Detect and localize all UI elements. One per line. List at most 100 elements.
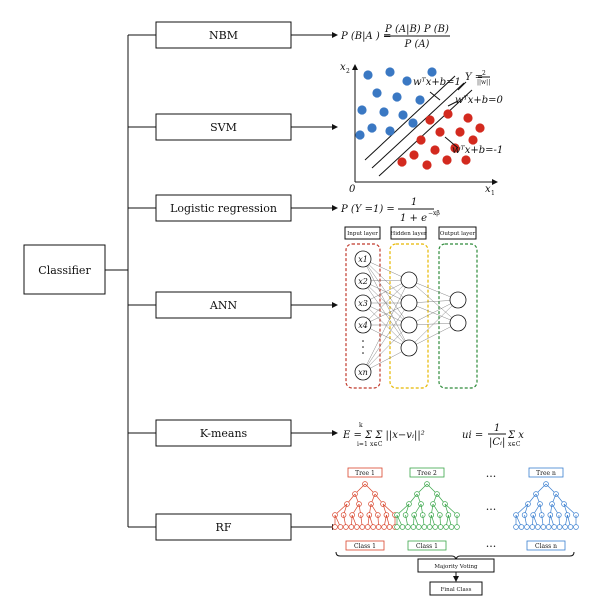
svm-point-class-a — [415, 95, 425, 105]
rf-tree-node — [426, 524, 433, 530]
classifier-node-kmeans: K-means — [155, 419, 292, 447]
svm-margin-symbol: Υ = — [465, 72, 483, 83]
rf-tree-class-box — [407, 540, 447, 551]
ann-hidden-neuron — [400, 294, 418, 312]
rf-tree-node — [524, 524, 530, 530]
svg-text:x∈C: x∈C — [508, 441, 521, 448]
ann-input-ellipsis-dot — [362, 346, 364, 348]
svm-point-class-b — [397, 157, 407, 167]
kmeans-eq-objective: E = Σ Σ ||x−vᵢ||² — [342, 430, 425, 441]
classifier-node-nbm: NBM — [155, 21, 292, 49]
rf-tree-node — [343, 524, 349, 530]
rf-voting-label: Majority Voting — [434, 564, 478, 570]
nbm-label: NBM — [209, 29, 238, 42]
svm-line-mid-label: wᵀx+b=0 — [455, 95, 504, 106]
svm-point-class-b — [442, 155, 452, 165]
svg-text:i=1: i=1 — [357, 441, 368, 448]
ann-edge — [362, 302, 410, 349]
ann-output-neuron — [449, 314, 467, 332]
svm-point-class-a — [402, 76, 412, 86]
ann-output-title: Output layer — [440, 231, 476, 237]
svm-origin-label: 0 — [349, 184, 356, 195]
svg-text:k: k — [359, 422, 363, 429]
rf-tree-node — [375, 524, 382, 530]
svm-line-top-label: wᵀx+b=1 — [413, 77, 461, 88]
rf-ellipsis-mid: ... — [486, 500, 497, 513]
svm-margin-den: ||w|| — [477, 79, 490, 86]
kmeans-eq-centroid-den: |Cᵢ| — [489, 437, 505, 448]
ann-hidden-layer-frame — [389, 243, 429, 389]
svm-point-class-a — [408, 118, 418, 128]
svm-margin-num: 2 — [482, 70, 486, 77]
svm-point-class-a — [355, 130, 365, 140]
classifier-node-rf: RF — [155, 513, 292, 541]
rf-tree-node — [410, 524, 417, 530]
nbm-eq-numerator: P (A|B) P (B) — [384, 24, 449, 35]
nbm-eq-denominator: P (A) — [404, 39, 430, 50]
logistic-eq-denominator: 1 + e — [400, 213, 427, 224]
rf-tree-node — [540, 524, 547, 530]
rf-tree-class-box — [345, 540, 385, 551]
rf-tree-node — [337, 524, 344, 530]
logistic-equation: P (Y =1) = 1 1 + e −xβ — [340, 197, 440, 224]
svg-text:x∈C: x∈C — [370, 441, 383, 448]
ann-input-neuron-label: xn — [358, 368, 368, 377]
rf-tree-title: Tree n — [536, 470, 556, 477]
svm-point-class-b — [443, 109, 453, 119]
rf-tree-class-box — [526, 540, 566, 551]
rf-tree-node — [529, 524, 536, 530]
classifier-node-svm: SVM — [155, 113, 292, 141]
ann-edge — [362, 258, 410, 349]
ann-input-ellipsis-dot — [362, 352, 364, 354]
svm-point-class-a — [392, 92, 402, 102]
rf-tree-class: Class 1 — [354, 543, 376, 550]
svm-point-class-b — [468, 135, 478, 145]
classifier-root-label: Classifier — [38, 264, 91, 277]
rf-tree-node — [443, 524, 449, 530]
svm-y-axis-sub: 2 — [346, 68, 350, 75]
ann-edge — [362, 258, 410, 281]
nbm-equation: P (B|A ) = P (A|B) P (B) P (A) — [340, 24, 450, 50]
rf-tree-node — [381, 524, 387, 530]
logistic-eq-exponent: −xβ — [428, 210, 440, 217]
svm-line-bot — [378, 89, 473, 177]
ann-hidden-title: Hidden layer — [390, 231, 427, 237]
svm-x-axis-sub: 1 — [491, 190, 495, 197]
ann-hidden-title-box — [390, 226, 427, 240]
ann-input-neuron — [354, 250, 372, 268]
svm-x-axis-label: x — [485, 184, 491, 195]
svm-plot: x 2 x 1 0 wᵀx+b=1 wᵀx+b=0 wᵀx+b=-1 Υ = 2… — [340, 62, 504, 197]
rf-tree-node — [513, 524, 519, 530]
svm-point-class-a — [427, 67, 437, 77]
ann-edge — [362, 302, 410, 373]
kmeans-eq-centroid-num: 1 — [494, 423, 500, 434]
ann-edge — [408, 299, 459, 326]
rf-tree-node — [556, 524, 563, 530]
svm-point-class-b — [409, 150, 419, 160]
ann-label: ANN — [209, 299, 238, 312]
svm-point-class-b — [463, 113, 473, 123]
ann-input-neuron — [354, 294, 372, 312]
rf-tree-class: Class 1 — [416, 543, 438, 550]
svm-point-class-a — [379, 107, 389, 117]
rf-tree-node — [332, 524, 338, 530]
tree-connectors — [105, 34, 156, 528]
ann-input-title-box — [344, 226, 381, 240]
ann-output-neuron — [449, 291, 467, 309]
ann-edge — [362, 302, 410, 326]
classifier-root-node: Classifier — [23, 244, 106, 295]
rf-tree-title: Tree 2 — [417, 470, 437, 477]
rf-tree-class: Class n — [535, 543, 557, 550]
svm-point-class-b — [450, 143, 460, 153]
ann-edge — [408, 322, 459, 349]
logistic-eq-numerator: 1 — [411, 197, 417, 208]
svm-point-class-b — [422, 160, 432, 170]
svm-point-class-a — [363, 70, 373, 80]
nbm-eq-lhs: P (B|A ) = — [340, 31, 391, 42]
ann-input-layer-frame — [345, 243, 381, 389]
ann-edge — [362, 279, 410, 304]
svm-line-top — [364, 75, 456, 161]
